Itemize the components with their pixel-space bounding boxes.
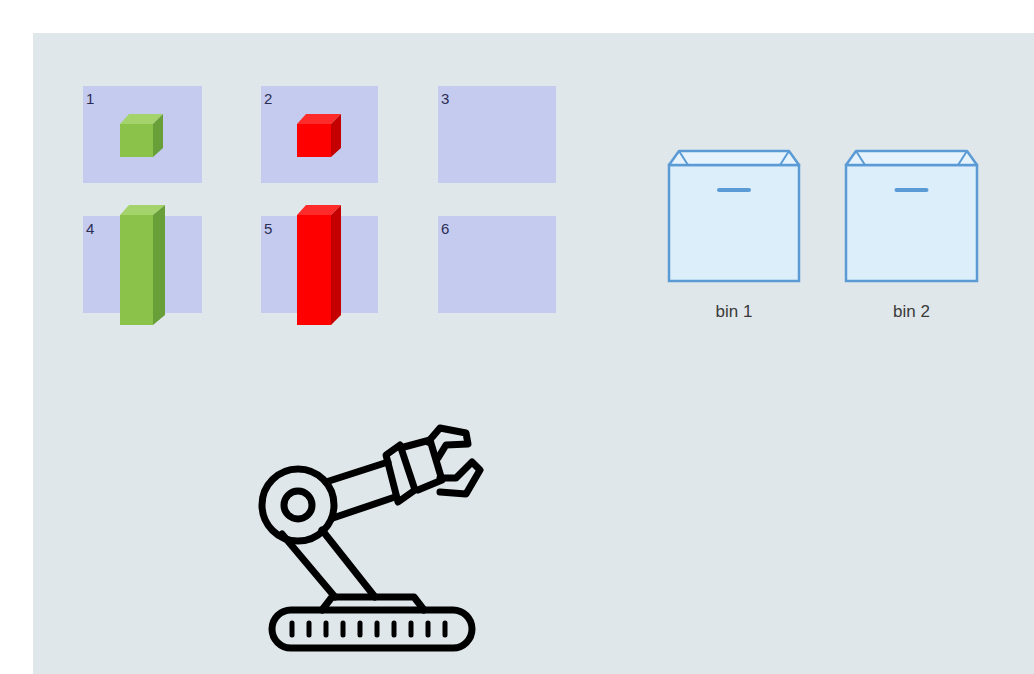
bar-face (153, 205, 165, 325)
shoulder-pin (284, 491, 312, 519)
bin-rim (679, 151, 789, 165)
bar-face (331, 205, 341, 325)
cube-face (153, 114, 163, 157)
tread (290, 623, 295, 635)
bar-face (120, 215, 153, 325)
cube-face (120, 114, 163, 124)
cube-face (331, 114, 341, 157)
workspace-cell: 1 (83, 86, 202, 183)
bar-face (120, 205, 165, 215)
robot-track (272, 610, 472, 648)
tread (375, 623, 380, 635)
gripper-finger (440, 462, 480, 494)
bin-body (669, 165, 799, 281)
bin-label: bin 2 (845, 303, 978, 320)
cube-face (120, 124, 153, 157)
cell-number: 5 (264, 221, 272, 236)
tread (358, 623, 363, 635)
cell-number: 6 (441, 221, 449, 236)
workspace-cell: 6 (438, 216, 556, 313)
tread (392, 623, 397, 635)
bin-lip (846, 151, 977, 165)
cell-number: 3 (441, 91, 449, 106)
green-bar (120, 205, 165, 325)
workspace-cell: 3 (438, 86, 556, 183)
robot-base (322, 597, 424, 610)
tread (341, 623, 346, 635)
green-cube (120, 114, 163, 157)
cube-face (297, 114, 341, 124)
cell-number: 1 (86, 91, 94, 106)
red-cube (297, 114, 341, 157)
workspace-cell: 4 (83, 216, 202, 313)
lower-arm (282, 534, 335, 597)
tread (324, 623, 329, 635)
cube-face (297, 124, 331, 157)
workspace-cell: 2 (261, 86, 378, 183)
upper-arm (326, 462, 388, 482)
tread (409, 623, 414, 635)
gripper-base (404, 440, 442, 490)
bin-handle (897, 188, 927, 192)
bin-handle (719, 188, 749, 192)
bin-box: bin 1 (668, 150, 800, 325)
cell-number: 2 (264, 91, 272, 106)
robot-arm (262, 428, 480, 648)
tread (426, 623, 431, 635)
bar-face (297, 205, 341, 215)
cell-number: 4 (86, 221, 94, 236)
bin-body (846, 165, 977, 281)
workspace-cell: 5 (261, 216, 378, 313)
red-bar (297, 205, 341, 325)
lower-arm (322, 530, 375, 597)
bin-outline (668, 150, 800, 282)
wrist (386, 445, 415, 502)
tread (443, 623, 448, 635)
bin-outline (845, 150, 978, 282)
upper-arm (333, 497, 395, 518)
tread (307, 623, 312, 635)
bin-rim (856, 151, 967, 165)
bin-lip (669, 151, 799, 165)
shoulder-joint (262, 469, 334, 541)
track-treads (292, 623, 445, 635)
bin-box: bin 2 (845, 150, 978, 325)
bin-label: bin 1 (668, 303, 800, 320)
bar-face (297, 215, 331, 325)
gripper-finger (428, 428, 468, 458)
